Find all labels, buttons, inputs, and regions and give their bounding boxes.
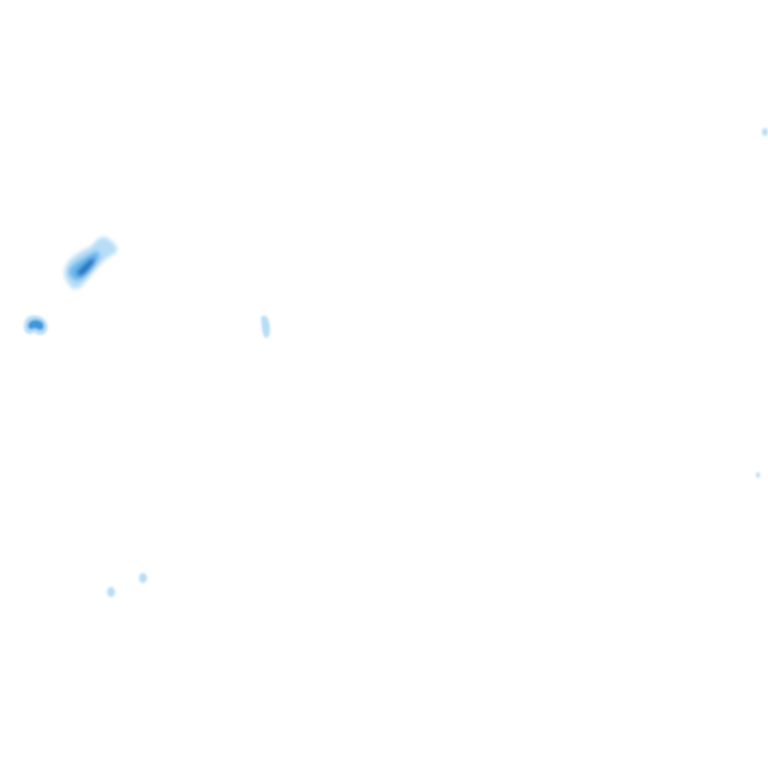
precip-cell-c — [261, 315, 270, 338]
cell-d-speck — [107, 587, 115, 597]
cell-b-core — [28, 319, 44, 331]
cell-e-speck — [139, 573, 147, 583]
precip-cell-d — [107, 587, 115, 597]
cell-g-speck — [756, 472, 760, 478]
precip-cell-b — [24, 315, 48, 335]
precip-cell-g — [756, 472, 760, 478]
precip-cell-a — [64, 237, 117, 290]
cell-f-speck — [762, 128, 768, 136]
cell-a-core — [76, 258, 95, 276]
cell-c-shape — [261, 315, 270, 338]
precip-cell-f — [762, 128, 768, 136]
precip-cell-e — [139, 573, 147, 583]
